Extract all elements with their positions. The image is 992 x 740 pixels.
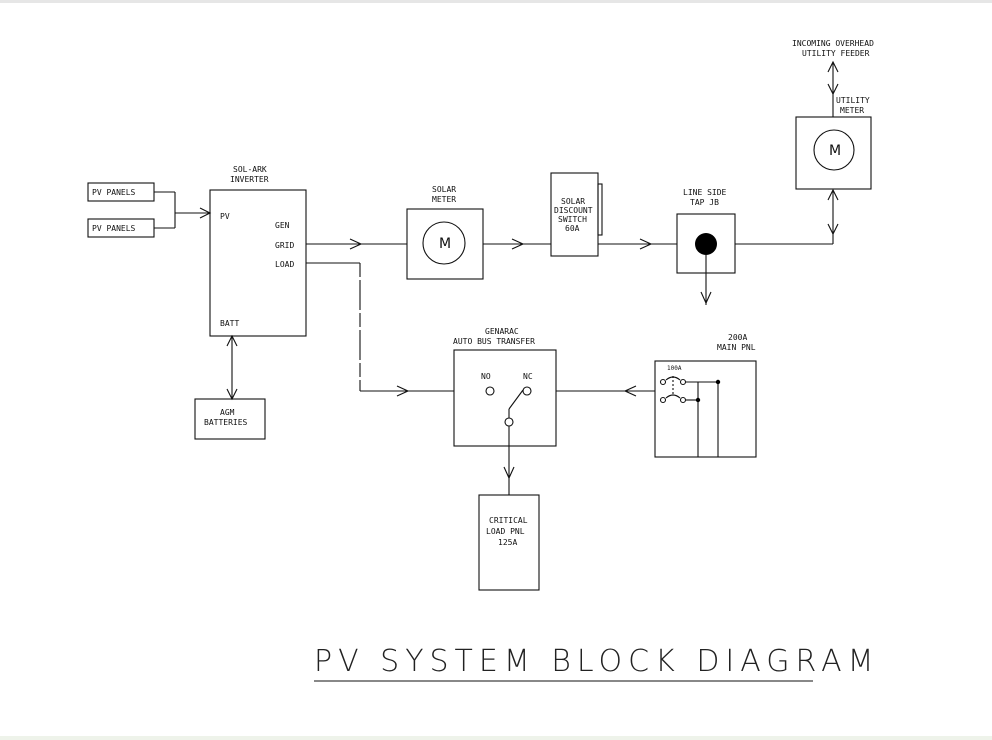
critical-panel-box — [478, 494, 540, 591]
meter-to-disconnect-wire — [483, 238, 551, 250]
common-contact-icon — [504, 417, 514, 427]
tap-to-utility-wire — [735, 188, 839, 245]
diagram-title-block: PV SYSTEM BLOCK DIAGRAM — [314, 644, 880, 682]
batteries-line2: BATTERIES — [204, 418, 248, 427]
inverter-title-line1: SOL-ARK — [233, 165, 267, 174]
utility-meter-line1: UTILITY — [836, 96, 870, 105]
disconnect-line1: SOLAR — [561, 197, 585, 206]
battery-wire — [226, 334, 238, 401]
pv-panel-1: PV PANELS — [87, 182, 155, 202]
arrow-right-icon — [349, 238, 363, 250]
disconnect-line2: DISCOUNT — [554, 206, 593, 215]
disconnect-to-tap-wire — [598, 238, 677, 250]
main-panel-line1: 200A — [728, 333, 747, 342]
main-panel-box — [654, 360, 757, 458]
bottom-border — [0, 736, 992, 740]
inverter-port-gen: GEN — [275, 221, 290, 230]
pv-panel-2: PV PANELS — [87, 218, 155, 238]
critical-line1: CRITICAL — [489, 516, 528, 525]
inverter-port-batt: BATT — [220, 319, 239, 328]
solar-meter: SOLAR METER M — [406, 185, 484, 280]
breaker-icon — [659, 376, 721, 457]
critical-line2: LOAD PNL — [486, 527, 525, 536]
feeder-line1: INCOMING OVERHEAD — [792, 39, 874, 48]
inverter-port-load: LOAD — [275, 260, 294, 269]
arrow-up-icon — [827, 188, 839, 201]
utility-meter-symbol: M — [829, 143, 841, 159]
agm-batteries: AGM BATTERIES — [194, 398, 266, 440]
pv-panel-1-label: PV PANELS — [92, 188, 136, 197]
sol-ark-inverter: SOL-ARK INVERTER PV GEN GRID LOAD BATT — [209, 165, 307, 337]
arrow-down-icon — [503, 466, 515, 480]
solar-meter-dial-icon — [422, 221, 466, 265]
auto-bus-transfer-switch: GENARAC AUTO BUS TRANSFER NO NC — [453, 327, 557, 447]
arrow-left-icon — [623, 385, 637, 397]
disconnect-handle-icon — [597, 183, 603, 236]
arrow-up-icon — [226, 334, 238, 347]
grid-to-meter-wire — [306, 238, 407, 250]
disconnect-line4: 60A — [565, 224, 580, 233]
tap-jb-line2: TAP JB — [690, 198, 719, 207]
arrow-down-icon — [827, 83, 839, 96]
utility-feeder: INCOMING OVERHEAD UTILITY FEEDER — [792, 39, 874, 117]
load-to-transfer-wire — [306, 262, 454, 397]
solar-meter-line1: SOLAR — [432, 185, 456, 194]
nc-contact-icon — [522, 386, 532, 396]
pv-panel-2-label: PV PANELS — [92, 224, 136, 233]
critical-line3: 125A — [498, 538, 517, 547]
arrow-up-icon — [827, 60, 839, 73]
tap-to-main-panel-wire — [700, 255, 712, 305]
tap-junction-dot-icon — [695, 233, 717, 255]
feeder-line2: UTILITY FEEDER — [802, 49, 870, 58]
pv-combine-wire — [154, 191, 212, 229]
transfer-to-critical-wire — [503, 426, 515, 495]
main-panel: 200A MAIN PNL 100A — [654, 333, 757, 458]
tap-jb-line1: LINE SIDE — [683, 188, 727, 197]
solar-disconnect-switch: SOLAR DISCOUNT SWITCH 60A — [550, 172, 603, 257]
transfer-line2: AUTO BUS TRANSFER — [453, 337, 535, 346]
batteries-line1: AGM — [220, 408, 235, 417]
solar-meter-line2: METER — [432, 195, 456, 204]
arrow-right-icon — [396, 385, 410, 397]
arrow-down-icon — [827, 223, 839, 236]
inverter-port-grid: GRID — [275, 241, 294, 250]
transfer-box — [453, 349, 557, 447]
inverter-title-line2: INVERTER — [230, 175, 269, 184]
inverter-port-pv: PV — [220, 212, 230, 221]
utility-meter-dial-icon — [813, 129, 855, 171]
diagram-title: PV SYSTEM BLOCK DIAGRAM — [314, 644, 880, 679]
batteries-box — [194, 398, 266, 440]
top-border — [0, 0, 992, 3]
disconnect-line3: SWITCH — [558, 215, 587, 224]
no-contact-icon — [485, 386, 495, 396]
arrow-right-icon — [639, 238, 653, 250]
transfer-no-label: NO — [481, 372, 491, 381]
main-panel-line2: MAIN PNL — [717, 343, 756, 352]
transfer-line1: GENARAC — [485, 327, 519, 336]
arrow-right-icon — [511, 238, 525, 250]
utility-meter-line2: METER — [840, 106, 864, 115]
transfer-nc-label: NC — [523, 372, 533, 381]
main-panel-to-transfer-wire — [556, 385, 655, 397]
critical-load-panel: CRITICAL LOAD PNL 125A — [478, 494, 540, 591]
arrow-down-icon — [700, 291, 712, 305]
breaker-label: 100A — [667, 365, 682, 372]
solar-meter-symbol: M — [439, 236, 451, 252]
